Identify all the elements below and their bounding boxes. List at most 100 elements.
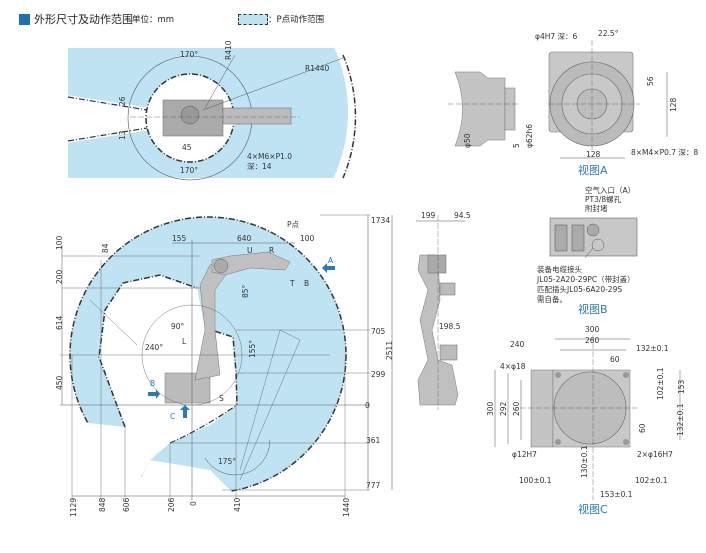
unit-label: 单位：mm — [132, 15, 175, 25]
axis-u-label: U — [247, 246, 253, 255]
x206-label: 206 — [167, 497, 176, 512]
header-square-icon — [19, 14, 30, 25]
b102-label: 102±0.1 — [635, 476, 668, 485]
air-thread-label: PT3/8螺孔 — [585, 195, 622, 204]
y299-label: 299 — [371, 370, 386, 379]
title-label: 外形尺寸及动作范围 — [34, 13, 133, 26]
dim-phi62-label: φ62h6 — [525, 123, 534, 148]
self-supply-label: 需自备。 — [537, 295, 567, 304]
h130-label: 130±0.1 — [580, 445, 589, 478]
robot-arm-top — [222, 107, 292, 125]
cable-part-label: JL05-2A20-29PC（带封盖） — [537, 275, 635, 284]
v200-label: 200 — [55, 269, 64, 284]
pin-16-label: 2×φ16H7 — [637, 450, 673, 459]
top-view — [60, 48, 357, 181]
air-plug-label: 附封堵 — [585, 204, 608, 213]
v84-label: 84 — [101, 243, 110, 253]
view-c-arrow-label: C — [170, 412, 176, 421]
y1734-label: 1734 — [371, 216, 391, 225]
h153-label: 153 — [677, 379, 686, 394]
bolt-spec-label: 4×M6×P1.0 — [247, 152, 293, 161]
b100-label: 100±0.1 — [519, 476, 552, 485]
title-label: 视图B — [578, 303, 608, 316]
angle-top-label: 170° — [180, 50, 199, 59]
w240-label: 240 — [510, 340, 525, 349]
y777-label: 777 — [366, 481, 381, 490]
x1440-label: 1440 — [342, 497, 351, 517]
y705-label: 705 — [371, 327, 386, 336]
view-b-arrow-label: B — [150, 379, 156, 388]
w132-label: 132±0.1 — [636, 344, 669, 353]
w260-label: 260 — [585, 336, 600, 345]
angle-90-label: 90° — [171, 322, 185, 331]
pin-12-label: φ12H7 — [512, 450, 537, 459]
screw-spec-label: 8×M4×P0.7 深：8 — [631, 148, 699, 157]
axis-s-label: S — [219, 394, 224, 403]
view-a-drawing — [448, 40, 668, 159]
view-a-arrow-label: A — [328, 256, 334, 265]
side-view-drawing — [416, 215, 465, 410]
y361-label: 361 — [366, 436, 381, 445]
dim-26-label: 26 — [118, 96, 127, 106]
d198-5-label: 198.5 — [439, 322, 461, 331]
total-2511-label: 2511 — [385, 340, 394, 360]
title-label: 视图C — [578, 503, 608, 516]
holes-18-label: 4×φ18 — [500, 362, 526, 371]
angle-label: 22.5° — [598, 29, 619, 38]
legend-range-swatch — [238, 14, 268, 25]
title-label: 视图A — [578, 164, 608, 177]
dim-45-label: 45 — [182, 143, 192, 152]
b153-label: 153±0.1 — [600, 490, 633, 499]
plug-part-label: 匹配插头JL05-6A20-29S — [537, 285, 623, 294]
d155-label: 155 — [172, 234, 187, 243]
robot-base — [164, 372, 211, 404]
angle-175-label: 175° — [218, 457, 237, 466]
dim-56-label: 56 — [646, 76, 655, 86]
h132-label: 132±0.1 — [676, 403, 685, 436]
air-inlet-label: 空气入口（A） — [585, 186, 636, 195]
axis-l-label: L — [182, 337, 187, 346]
d199-label: 199 — [421, 211, 436, 220]
cable-label-label: 装备电缆接头 — [537, 265, 582, 274]
view-b-arrow-icon — [148, 389, 160, 399]
r-inner-label: R410 — [224, 40, 233, 60]
axis-r-label: R — [269, 246, 275, 255]
robot-upper-arm — [211, 251, 291, 276]
dim-13-label: 13 — [118, 130, 127, 140]
h260-label: 260 — [512, 401, 521, 416]
pin-hole-label: φ4H7 深：6 — [535, 32, 578, 41]
x1129-label: 1129 — [69, 497, 78, 517]
d94-5-label: 94.5 — [454, 211, 471, 220]
y0-label: 0 — [365, 401, 370, 410]
h102-label: 102±0.1 — [656, 367, 665, 400]
w60-label: 60 — [610, 355, 620, 364]
axis-t-label: T — [290, 279, 295, 288]
dim-128-h-label: 128 — [586, 150, 601, 159]
v614-label: 614 — [55, 315, 64, 330]
h60-label: 60 — [638, 423, 647, 433]
axis-b-label: B — [304, 279, 310, 288]
angle-155-label: 155° — [248, 339, 257, 358]
dim-128-v-label: 128 — [669, 97, 678, 112]
dim-5-label: 5 — [512, 143, 521, 148]
excluded-area — [60, 275, 237, 500]
angle-240-label: 240° — [145, 343, 164, 352]
view-c-arrow-icon — [180, 405, 190, 418]
bolt-depth-label: 深：14 — [247, 162, 272, 171]
dim-phi50-label: φ50 — [463, 133, 472, 149]
x0-label: 0 — [189, 501, 198, 506]
x606-label: 606 — [122, 497, 131, 512]
v450-label: 450 — [55, 375, 64, 390]
view-c-drawing — [494, 335, 681, 500]
x848-label: 848 — [98, 497, 107, 512]
p-point-label: P点 — [287, 220, 300, 229]
angle-85-label: 85° — [241, 284, 250, 298]
h300-label: 300 — [486, 401, 495, 416]
angle-bottom-label: 170° — [180, 166, 199, 175]
h292-label: 292 — [499, 401, 508, 416]
d100-label: 100 — [300, 234, 315, 243]
legend-label-label: ：P点动作范围 — [268, 15, 325, 25]
main-view-drawing — [60, 214, 393, 500]
